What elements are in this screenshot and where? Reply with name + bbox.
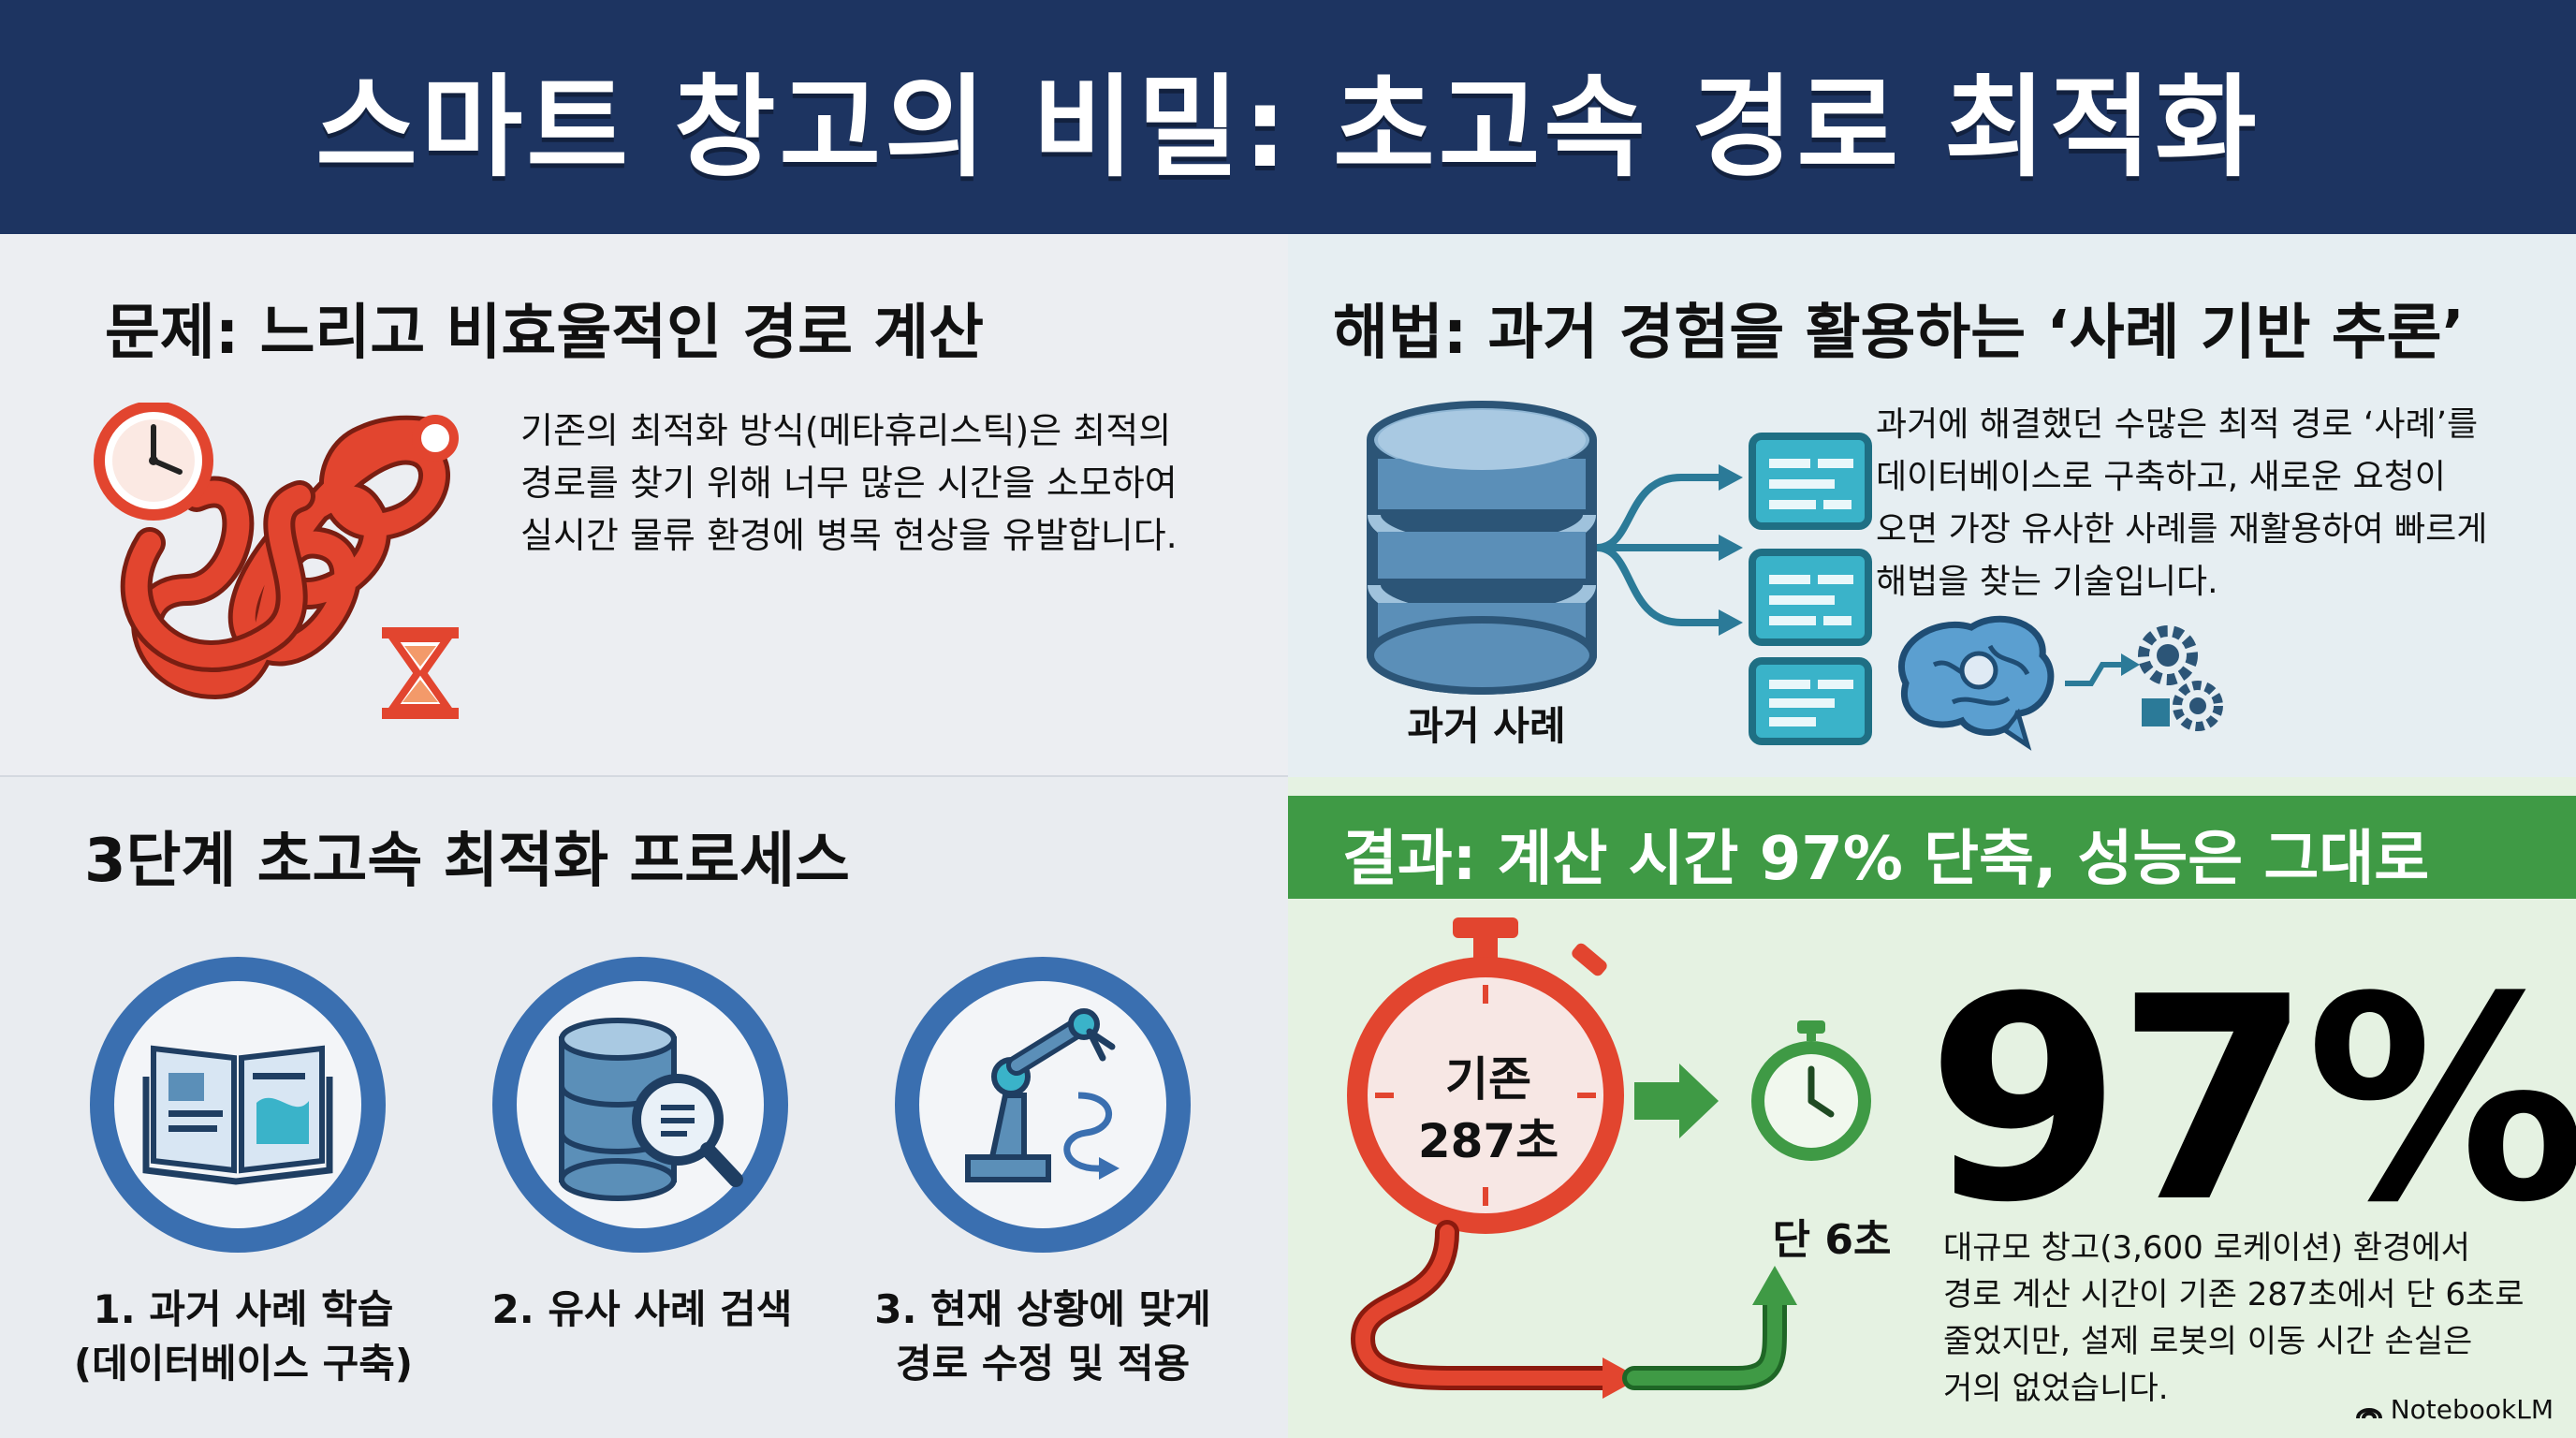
solution-description: 과거에 해결했던 수많은 최적 경로 ‘사례’를 데이터베이스로 구축하고, 새… (1876, 405, 2488, 601)
database-label: 과거 사례 (1407, 703, 1566, 749)
problem-description: 기존의 최적화 방식(메타휴리스틱)은 최적의 경로를 찾기 위해 너무 많은 … (520, 410, 1178, 556)
book-icon (142, 1045, 333, 1185)
result-title-bar: 결과: 계산 시간 97% 단축, 성능은 그대로 (1288, 796, 2576, 899)
database-icon (1367, 401, 1597, 695)
brain-icon (1897, 615, 2055, 751)
problem-illustration (94, 403, 459, 719)
problem-panel: 문제: 느리고 비효율적인 경로 계산 기존의 최적화 방식(메타휴리스틱)은 … (0, 234, 1288, 777)
stopwatch-icon (1751, 1020, 1871, 1161)
solution-title: 해법: 과거 경험을 활용하는 ‘사례 기반 추론’ (1333, 299, 2465, 368)
solution-panel: 해법: 과거 경험을 활용하는 ‘사례 기반 추론’ (1288, 234, 2576, 777)
document-icon (1749, 549, 1872, 646)
step-3-circle (895, 957, 1191, 1253)
process-steps-illustration (90, 957, 1191, 1253)
robot-arm-icon (965, 1008, 1120, 1182)
step-1-circle (90, 957, 386, 1253)
step-3-label: 3. 현재 상황에 맞게 경로 수정 및 적용 (874, 1286, 1211, 1387)
process-title: 3단계 초고속 최적화 프로세스 (84, 827, 850, 896)
document-icon (1749, 433, 1872, 530)
process-panel: 3단계 초고속 최적화 프로세스 (0, 777, 1288, 1438)
tick-marks (1375, 985, 1596, 1206)
brand-name: NotebookLM (2390, 1394, 2554, 1425)
brand-watermark: NotebookLM (2355, 1394, 2554, 1425)
red-route-line (1350, 1220, 1618, 1390)
step-2-label: 2. 유사 사례 검색 (491, 1286, 793, 1332)
arrow-branches (1596, 474, 1719, 626)
step-1-label: 1. 과거 사례 학습 (데이터베이스 구축) (73, 1286, 414, 1387)
page-title: 스마트 창고의 비밀: 초고속 경로 최적화 (315, 62, 2261, 192)
green-route-line (1622, 1289, 1787, 1390)
hourglass-icon (382, 627, 459, 719)
result-title: 결과: 계산 시간 97% 단축, 성능은 그대로 (1342, 825, 2430, 894)
database-search-icon (559, 1018, 743, 1201)
header-banner: 스마트 창고의 비밀: 초고속 경로 최적화 (0, 0, 2576, 234)
new-time-label: 단 6초 (1772, 1216, 1892, 1264)
solution-illustration (1367, 401, 1872, 745)
result-panel: 결과: 계산 시간 97% 단축, 성능은 그대로 (1288, 777, 2576, 1438)
result-illustration (1347, 917, 1871, 1399)
big-percent: 97% (1926, 937, 2576, 1264)
result-description: 대규모 창고(3,600 로케이션) 환경에서 경로 계산 시간이 기존 287… (1943, 1229, 2525, 1407)
problem-title: 문제: 느리고 비효율적인 경로 계산 (105, 299, 985, 368)
brain-gears-illustration (1897, 615, 2223, 751)
old-time-label: 기존 287초 (1417, 1052, 1559, 1168)
notebooklm-logo-icon (2355, 1407, 2382, 1418)
clock-icon (94, 403, 213, 521)
arrow-right-icon (1634, 1064, 1719, 1138)
gears-icon (2138, 625, 2223, 731)
document-icon (1749, 657, 1872, 745)
tangled-path-icon (120, 415, 459, 700)
horizontal-divider (0, 775, 1288, 778)
stopwatch-icon (1347, 917, 1624, 1234)
step-2-circle (492, 957, 788, 1253)
